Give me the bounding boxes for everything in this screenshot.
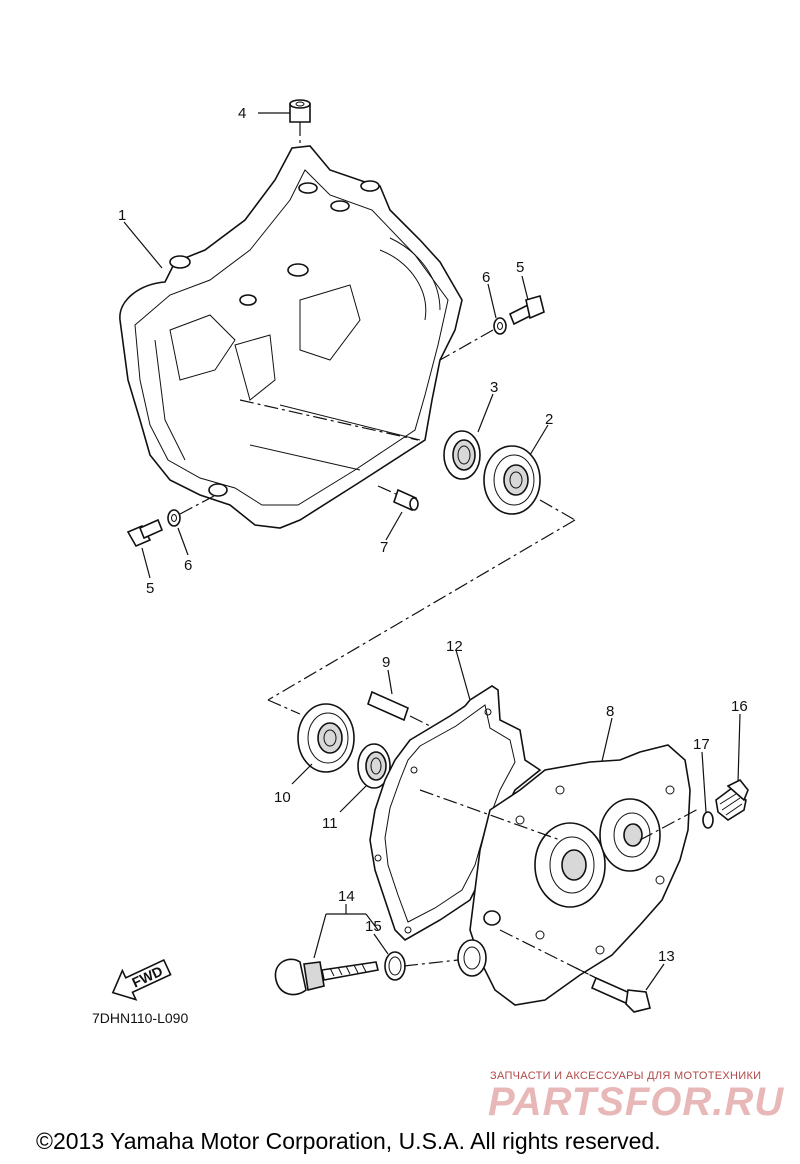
- part-5-bolt-right: [508, 275, 545, 326]
- copyright-notice: ©2013 Yamaha Motor Corporation, U.S.A. A…: [36, 1128, 661, 1154]
- callout-8: 8: [606, 703, 614, 720]
- callout-16: 16: [731, 698, 748, 715]
- part-8-crankcase-half: [419, 717, 701, 1006]
- callout-12: 12: [446, 638, 463, 655]
- assembly-centerline: [267, 519, 576, 701]
- callout-17: 17: [693, 736, 710, 753]
- part-15-o-ring: [373, 933, 487, 981]
- callout-1: 1: [118, 207, 126, 224]
- callout-5-right: 5: [516, 259, 524, 276]
- fwd-label: FWD: [129, 963, 165, 991]
- part-9-dowel-pin: [367, 669, 431, 727]
- part-6-washer-right: [439, 283, 507, 361]
- callout-6-left: 6: [184, 557, 192, 574]
- callout-5-left: 5: [146, 580, 154, 597]
- part-7-dowel-pin: [377, 485, 419, 541]
- part-16-drain-plug: [715, 713, 749, 821]
- drawing-code: 7DHN110-L090: [92, 1010, 188, 1026]
- part-14-dipstick: [274, 904, 379, 996]
- part-17-o-ring: [701, 751, 714, 829]
- part-11-oil-seal: [339, 743, 391, 813]
- callout-7: 7: [380, 539, 388, 556]
- callout-15: 15: [365, 918, 382, 935]
- callout-11: 11: [322, 815, 338, 832]
- callout-14: 14: [338, 888, 355, 905]
- part-6-washer-left: [167, 495, 215, 556]
- callout-9: 9: [382, 654, 390, 671]
- callout-13: 13: [658, 948, 675, 965]
- part-13-bolt: [575, 963, 665, 1013]
- fwd-arrow-icon: FWD: [111, 959, 172, 1001]
- callout-3: 3: [490, 379, 498, 396]
- part-10-bearing: [291, 703, 355, 785]
- part-1-crankcase: [119, 145, 463, 529]
- callout-4: 4: [238, 105, 246, 122]
- watermark-tagline: ЗАПЧАСТИ И АКСЕССУАРЫ ДЛЯ МОТОТЕХНИКИ: [490, 1070, 762, 1082]
- part-3-oil-seal: [443, 393, 494, 480]
- part-12-gasket: [369, 649, 542, 941]
- callout-10: 10: [274, 789, 291, 806]
- watermark-logo: PARTSFOR.RU: [488, 1080, 785, 1124]
- callout-2: 2: [545, 411, 553, 428]
- part-5-bolt-left: [126, 518, 164, 579]
- part-4-collar: [258, 99, 311, 270]
- assembly-centerline-end: [267, 699, 301, 715]
- callout-6-right: 6: [482, 269, 490, 286]
- part-2-bearing: [483, 424, 576, 521]
